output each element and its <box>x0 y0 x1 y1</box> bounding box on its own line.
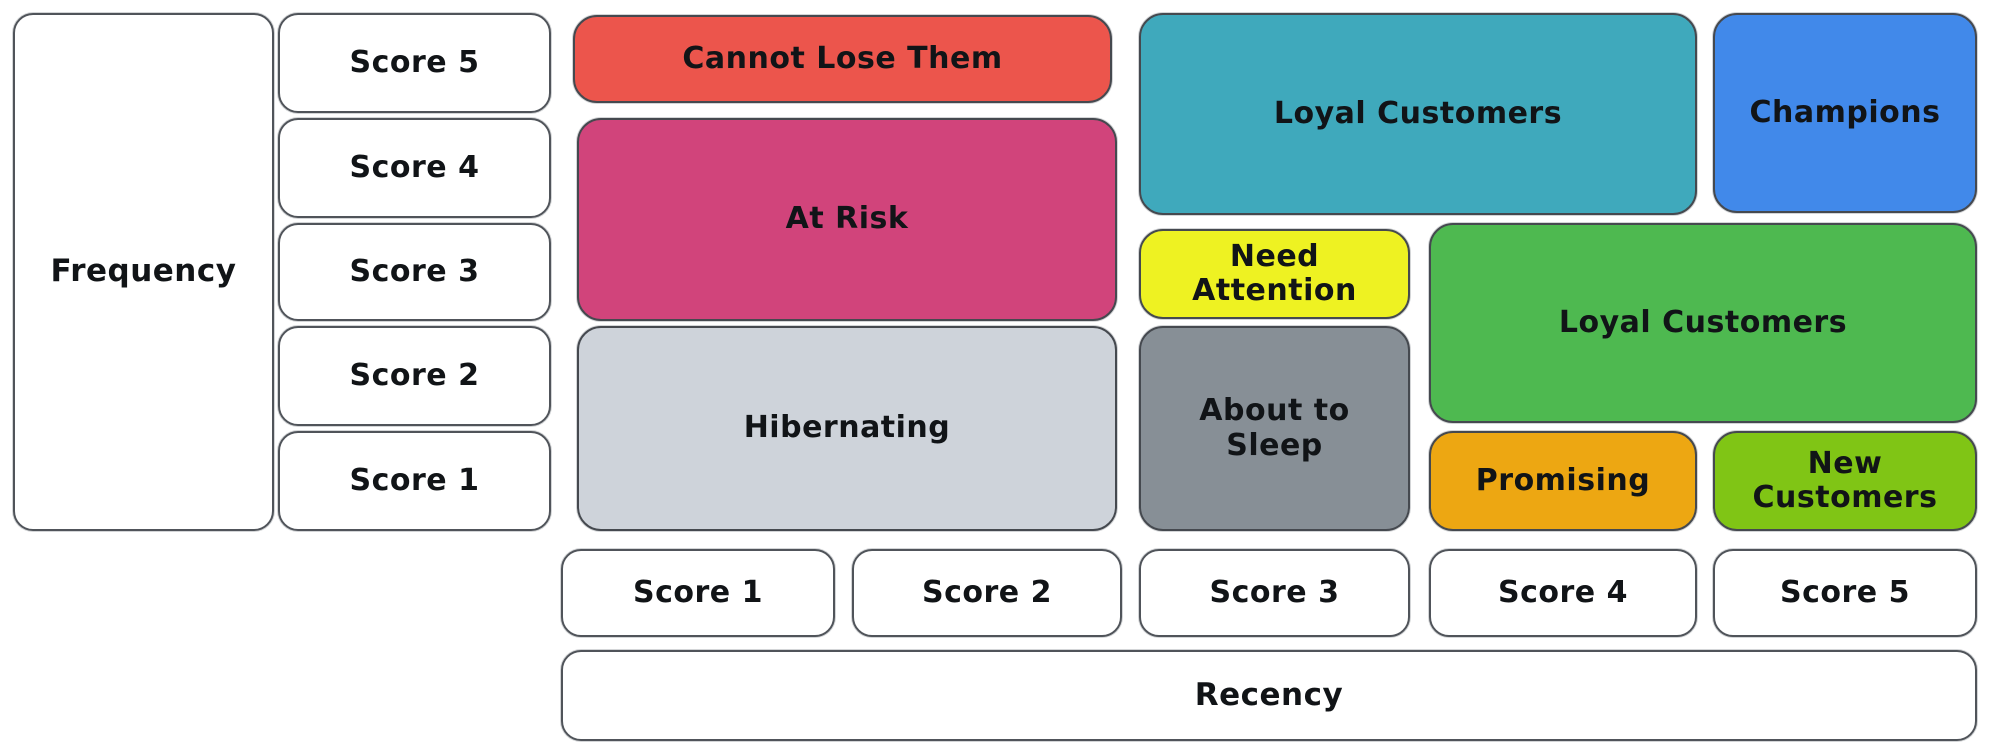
segment-cannot-lose-them-label: Cannot Lose Them <box>682 40 1003 76</box>
frequency-axis-label-box: Frequency <box>13 13 274 531</box>
frequency-score-4-label: Score 4 <box>349 149 480 185</box>
segment-hibernating-label: Hibernating <box>743 410 951 446</box>
recency-score-4-box: Score 4 <box>1429 549 1697 637</box>
frequency-score-3-box: Score 3 <box>278 223 551 321</box>
frequency-score-3-label: Score 3 <box>349 253 480 289</box>
segment-champions: Champions <box>1713 13 1977 213</box>
frequency-score-1-box: Score 1 <box>278 431 551 531</box>
frequency-axis-label: Frequency <box>50 253 237 290</box>
frequency-score-4-box: Score 4 <box>278 118 551 218</box>
segment-promising: Promising <box>1429 431 1697 531</box>
recency-score-1-label: Score 1 <box>633 574 763 610</box>
segment-new-customers-label: New Customers <box>1752 445 1938 515</box>
segment-about-to-sleep-label: About to Sleep <box>1199 393 1350 463</box>
recency-score-2-box: Score 2 <box>852 549 1122 637</box>
frequency-score-5-box: Score 5 <box>278 13 551 113</box>
frequency-score-2-label: Score 2 <box>349 357 480 393</box>
recency-score-2-label: Score 2 <box>922 574 1052 610</box>
segment-hibernating: Hibernating <box>577 326 1117 531</box>
segment-cannot-lose-them: Cannot Lose Them <box>573 15 1112 103</box>
segment-loyal-customers-green: Loyal Customers <box>1429 223 1977 423</box>
recency-score-5-box: Score 5 <box>1713 549 1977 637</box>
recency-axis-label: Recency <box>1194 676 1344 713</box>
segment-loyal-customers-teal-label: Loyal Customers <box>1273 95 1563 131</box>
segment-at-risk: At Risk <box>577 118 1117 321</box>
recency-axis-label-box: Recency <box>561 650 1977 741</box>
segment-about-to-sleep: About to Sleep <box>1139 326 1410 531</box>
recency-score-1-box: Score 1 <box>561 549 835 637</box>
segment-need-attention-label: Need Attention <box>1192 238 1357 308</box>
segment-loyal-customers-teal: Loyal Customers <box>1139 13 1697 215</box>
recency-score-3-box: Score 3 <box>1139 549 1410 637</box>
recency-score-4-label: Score 4 <box>1498 574 1628 610</box>
frequency-score-5-label: Score 5 <box>349 44 480 80</box>
segment-loyal-customers-green-label: Loyal Customers <box>1558 304 1848 340</box>
frequency-score-2-box: Score 2 <box>278 326 551 426</box>
segment-need-attention: Need Attention <box>1139 229 1410 319</box>
segment-champions-label: Champions <box>1749 94 1941 130</box>
segment-at-risk-label: At Risk <box>785 201 909 237</box>
segment-promising-label: Promising <box>1475 462 1651 498</box>
recency-score-5-label: Score 5 <box>1780 574 1910 610</box>
recency-score-3-label: Score 3 <box>1209 574 1340 610</box>
segment-new-customers: New Customers <box>1713 431 1977 531</box>
frequency-score-1-label: Score 1 <box>349 462 480 498</box>
